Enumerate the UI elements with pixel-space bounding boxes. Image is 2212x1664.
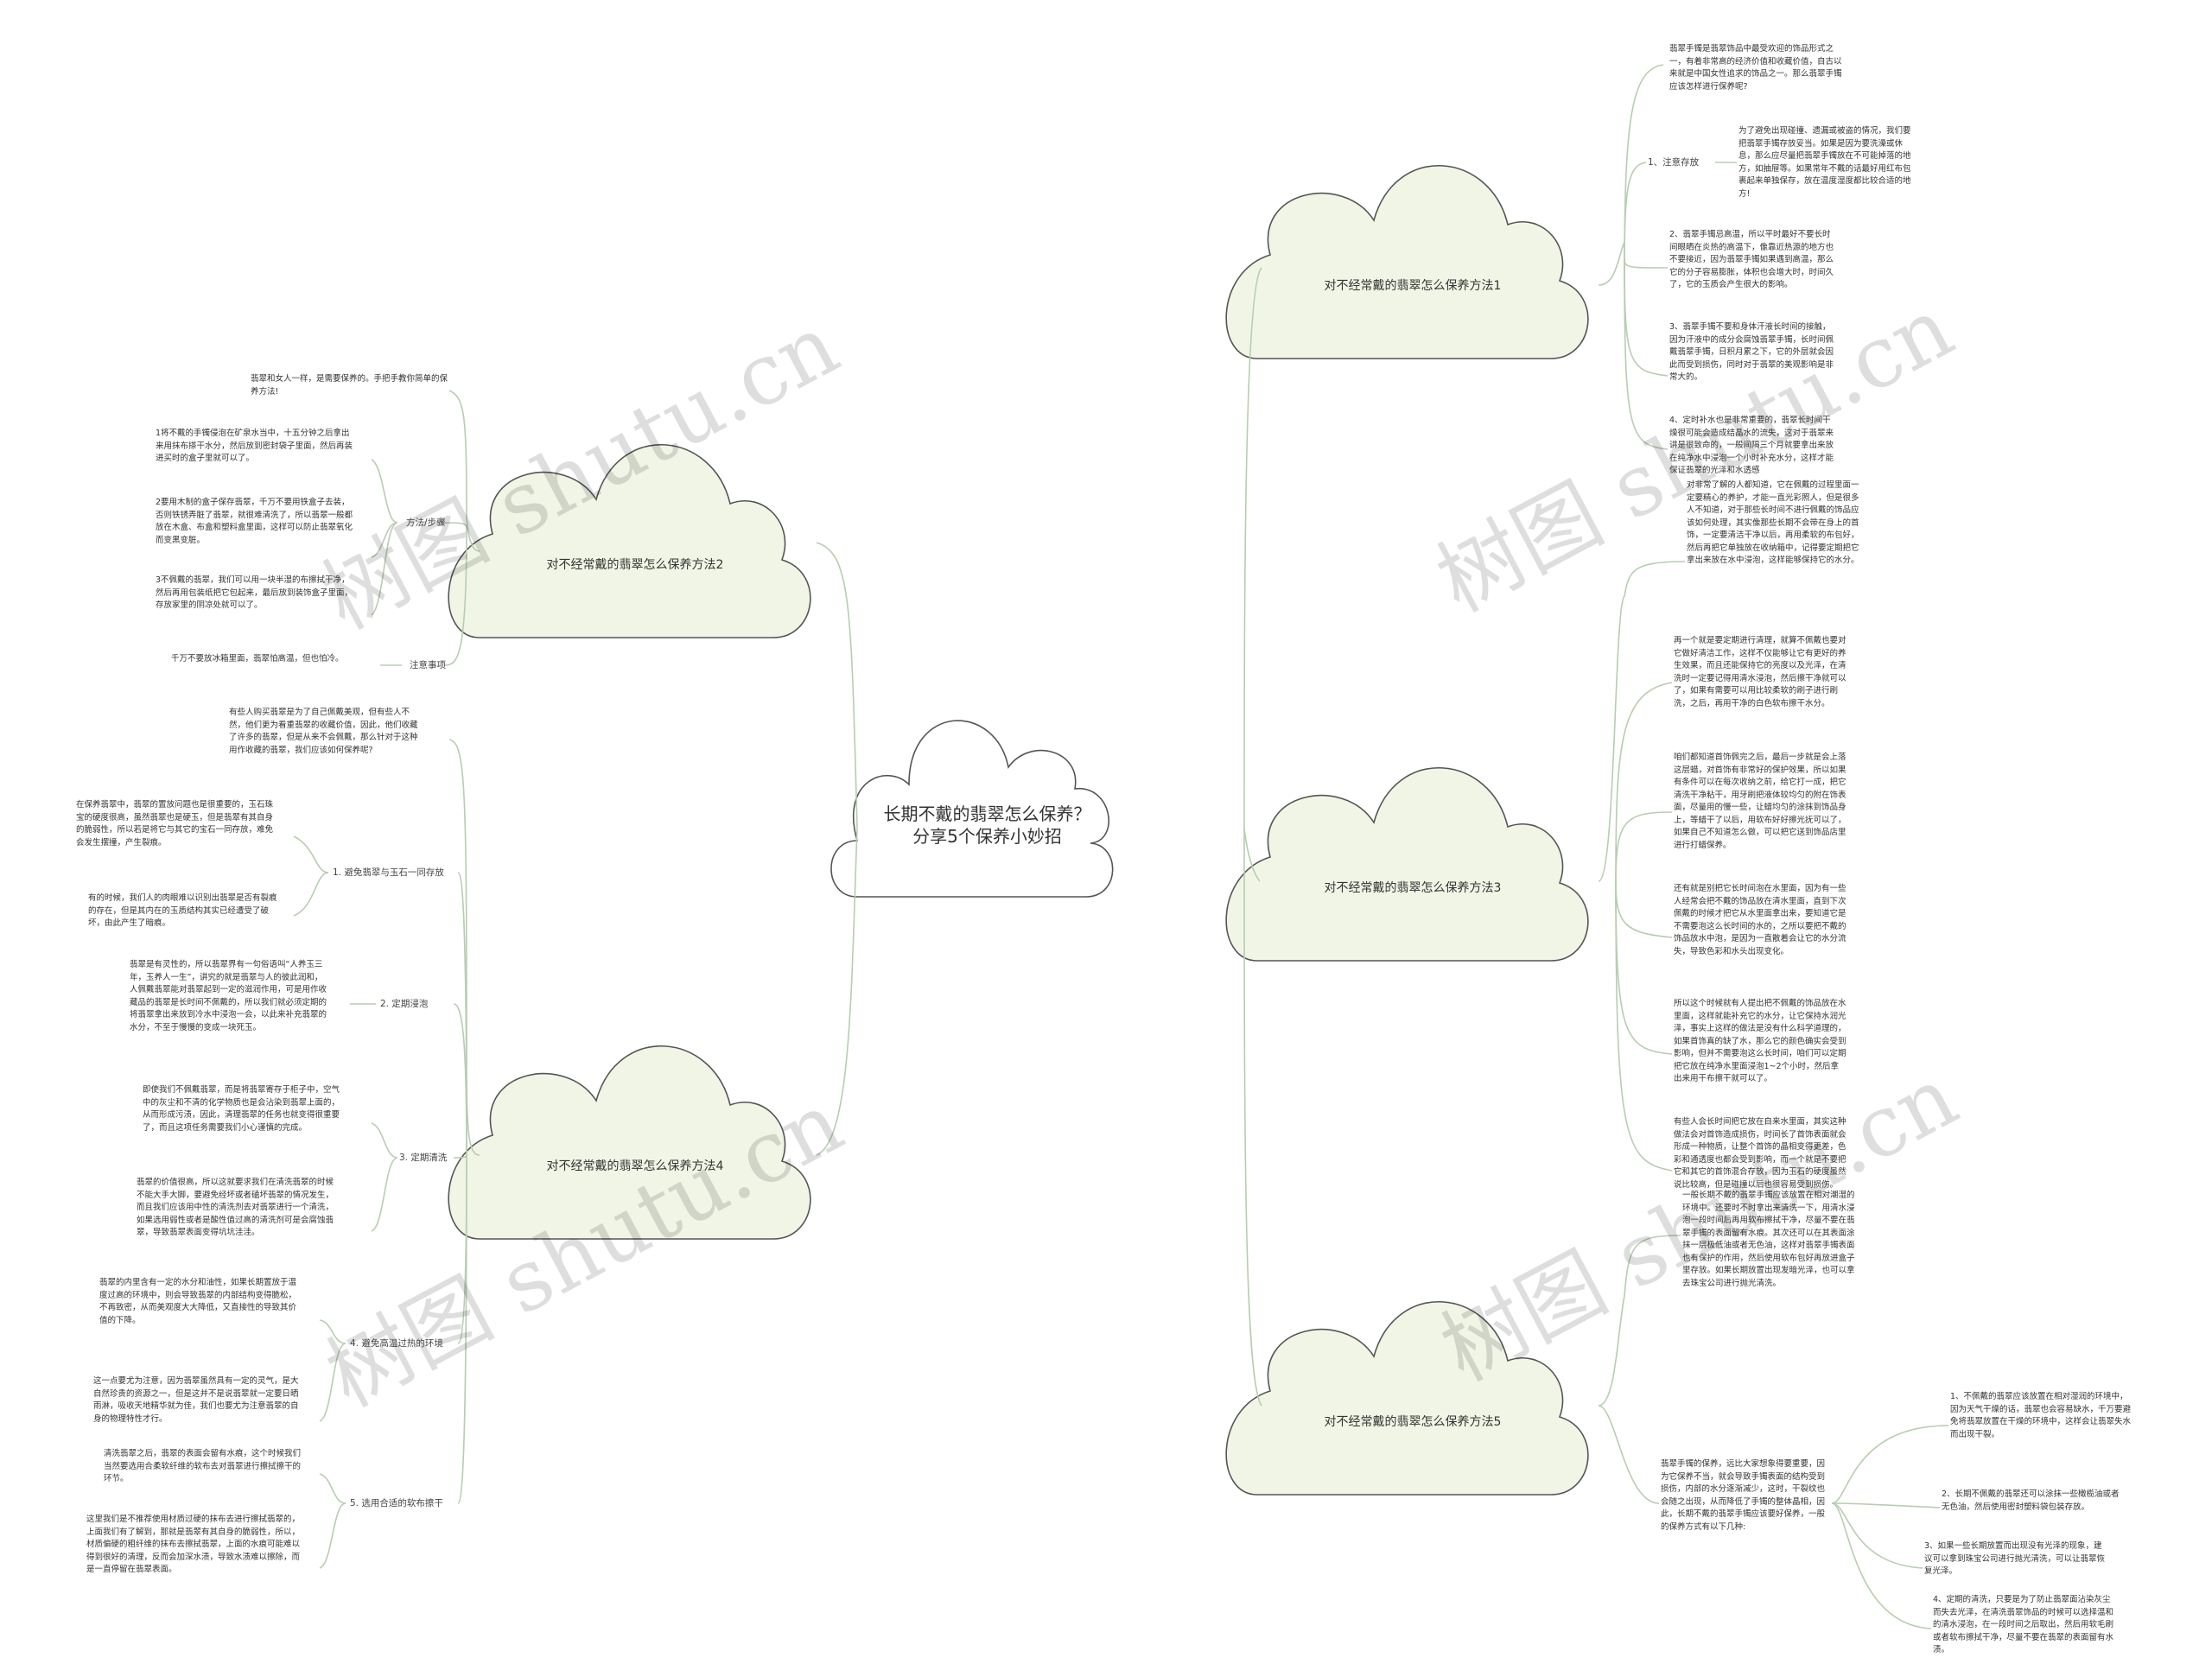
m2-sub1-note-3: 3不佩戴的翡翠，我们可以用一块半湿的布擦拭干净，然后再用包装纸把它包起来，最后放… xyxy=(156,575,353,610)
link-m1-note2 xyxy=(1624,258,1669,269)
m2-sub2-label: 注意事项 xyxy=(410,660,446,670)
link-m3-n3 xyxy=(1615,811,1673,882)
method3-node[interactable]: 对不经常戴的翡翠怎么保养方法3 xyxy=(1279,848,1547,926)
m4-sub3-note-2: 翡翠的价值很高，所以这就要求我们在清洗翡翠的时候不能大手大脚，要避免经坏或者磕坏… xyxy=(137,1178,334,1237)
link-m4-s5-n1 xyxy=(319,1473,346,1504)
link-m2-sub2 xyxy=(444,526,467,666)
link-m4-s5-n2 xyxy=(319,1502,346,1569)
link-m4-s1-n1 xyxy=(293,835,329,873)
link-m4-s1-n2 xyxy=(293,872,329,917)
m4-sub1-note-2: 有的时候，我们人的肉眼难以识别出翡翠是否有裂痕的存在，但是其内在的玉质结构其实已… xyxy=(88,893,277,928)
link-m2-intro xyxy=(448,390,480,552)
method3-cloud-shape xyxy=(1225,767,1589,962)
m1-sub-note: 为了避免出现碰撞、遗漏或被盗的情况，我们要把翡翠手镯存放妥当。如果是因为要洗澡或… xyxy=(1738,126,1911,199)
m4-sub2-label: 2. 定期浸泡 xyxy=(380,999,429,1009)
m4-sub5-note-1: 清洗翡翠之后，翡翠的表面会留有水痕，这个时候我们当然要选用合柔软纤维的软布去对翡… xyxy=(104,1449,302,1483)
link-m2-sub1-n2 xyxy=(371,522,398,558)
link-m4-s4-n1 xyxy=(319,1319,346,1344)
m4-sub1-label: 1. 避免翡翠与玉石一同存放 xyxy=(333,867,444,878)
method4-cloud-shape xyxy=(448,1045,811,1240)
m1-note-2: 2、翡翠手镯忌高温，所以平时最好不要长时间眼晒在炎热的高温下，像靠近热源的地方也… xyxy=(1669,230,1834,289)
m4-sub4-note-2: 这一点要尤为注意，因为翡翠虽然具有一定的灵气，是大自然珍贵的资源之一，但是这并不… xyxy=(93,1376,299,1424)
link-m2-sub1-n1 xyxy=(371,459,398,524)
m4-sub2-note-1: 翡翠是有灵性的，所以翡翠界有一句俗语叫“人养玉三年，玉养人一生”，讲究的就是翡翠… xyxy=(130,960,327,1032)
link-center-m3 xyxy=(1243,829,1261,882)
link-m2-sub1 xyxy=(440,522,467,528)
method5-cloud-shape xyxy=(1225,1301,1589,1496)
link-m2-sub1-n3 xyxy=(371,522,398,616)
m5-note-3: 3、如果一些长期放置而出现没有光泽的现象，建议可以拿到珠宝公司进行抛光清洗，可以… xyxy=(1924,1541,2106,1576)
m1-note-4: 4、定时补水也是非常重要的，翡翠长时间干燥很可能会造成结晶水的流失，这对于翡翠来… xyxy=(1669,416,1834,475)
link-m4-s3-n2 xyxy=(371,1157,398,1232)
m5-note-4: 4、定期的清洗，只要是为了防止翡翠面沾染灰尘而失去光泽，在清洗翡翠饰品的时候可以… xyxy=(1933,1595,2114,1654)
method5-node[interactable]: 对不经常戴的翡翠怎么保养方法5 xyxy=(1279,1382,1547,1460)
method1-cloud-shape xyxy=(1225,165,1589,359)
m4-sub5-label: 5. 选用合适的软布擦干 xyxy=(350,1498,443,1508)
link-center-m4 xyxy=(816,827,858,1156)
link-m4-s4-n2 xyxy=(319,1343,346,1422)
link-m5-n3 xyxy=(1831,1502,1923,1569)
link-m5-intro xyxy=(1598,1405,1660,1504)
m1-note-3: 3、翡翠手镯不要和身体汗液长时间的接触，因为汗液中的成分会腐蚀翡翠手镯，长时间佩… xyxy=(1669,322,1834,382)
link-m3-n2 xyxy=(1615,682,1673,882)
center-topic[interactable]: 长期不戴的翡翠怎么保养？分享5个保养小妙招 xyxy=(881,778,1093,873)
link-m3-n1 xyxy=(1598,561,1686,882)
m2-sub2-note: 千万不要放冰箱里面，翡翠怕高温，但也怕冷。 xyxy=(171,654,344,664)
link-m1-intro xyxy=(1624,64,1664,286)
m5-note-2: 2、长期不佩戴的翡翠还可以涂抹一些橄榄油或者无色油，然后使用密封塑料袋包装存放。 xyxy=(1942,1489,2120,1512)
m3-note-1: 对非常了解的人都知道，它在佩戴的过程里面一定要精心的养护，才能一直光彩照人，但是… xyxy=(1687,480,1859,565)
method1-title: 对不经常戴的翡翠怎么保养方法1 xyxy=(1324,279,1502,293)
method2-cloud-shape xyxy=(448,444,811,638)
m4-sub5-note-2: 这里我们是不推荐使用材质过硬的抹布去进行擦拭翡翠的，上面我们有了解到，那就是翡翠… xyxy=(86,1515,301,1574)
m2-sub1-note-1: 1将不戴的手镯侵泡在矿泉水当中，十五分钟之后拿出来用抹布搽干水分，然后放到密封袋… xyxy=(156,429,353,463)
m4-sub1-note-1: 在保养翡翠中，翡翠的置放问题也是很重要的，玉石珠宝的硬度很高，虽然翡翠也是硬玉，… xyxy=(76,800,274,848)
link-m1-branch xyxy=(1598,241,1625,286)
link-m4-sub2 xyxy=(453,1003,467,1156)
link-m4-s3-n1 xyxy=(371,1122,398,1159)
link-m3-n5 xyxy=(1615,880,1673,1055)
m3-note-5: 所以这个时候就有人提出把不佩戴的饰品放在水里面，这样就能补充它的水分，让它保持水… xyxy=(1674,999,1847,1083)
method4-node[interactable]: 对不经常戴的翡翠怎么保养方法4 xyxy=(501,1127,769,1204)
center-topic-text: 长期不戴的翡翠怎么保养？分享5个保养小妙招 xyxy=(883,803,1091,847)
method2-node[interactable]: 对不经常戴的翡翠怎么保养方法2 xyxy=(501,525,769,603)
m2-intro-note: 翡翠和女人一样，是需要保养的。手把手教你简单的保养方法! xyxy=(251,374,448,397)
method3-title: 对不经常戴的翡翠怎么保养方法3 xyxy=(1324,881,1502,895)
m5-top-note: 一般长期不戴的翡翠手镯应该放置在相对潮湿的环境中。还要时不时拿出来清洗一下，用清… xyxy=(1682,1191,1855,1288)
link-m4-sub5 xyxy=(457,1154,467,1504)
link-m1-note3 xyxy=(1624,258,1669,377)
link-m1-sub xyxy=(1624,162,1647,260)
m2-sub1-label: 方法/步骤 xyxy=(406,518,446,528)
link-m3-n4 xyxy=(1615,880,1673,938)
m3-note-6: 有些人会长时间把它放在自来水里面，其实这种做法会对首饰造成损伤，时间长了首饰表面… xyxy=(1674,1117,1847,1190)
m4-sub4-label: 4. 避免高温过热的环境 xyxy=(350,1338,443,1349)
link-m4-intro xyxy=(448,739,480,1156)
m4-sub3-note-1: 即使我们不佩戴翡翠，而是将翡翠寄存于柜子中，空气中的灰尘和不清的化学物质也是会沾… xyxy=(143,1085,340,1133)
link-center-m5 xyxy=(1243,829,1262,1407)
m5-intro-note: 翡翠手镯的保养，远比大家想象得要重要，因为它保养不当，就会导致手镯表面的结构受到… xyxy=(1661,1459,1826,1532)
method2-title: 对不经常戴的翡翠怎么保养方法2 xyxy=(546,558,724,572)
m2-sub1-note-2: 2要用木制的盒子保存翡翠，千万不要用铁盒子去装，否则铁锈弄脏了翡翠，就很难清洗了… xyxy=(156,498,353,545)
m4-sub4-note-1: 翡翠的内里含有一定的水分和油性，如果长期置放于温度过高的环境中，则会导致翡翠的内… xyxy=(99,1278,297,1325)
link-m1-note4 xyxy=(1624,258,1669,450)
link-m5-n2 xyxy=(1831,1502,1941,1508)
link-m3-n6 xyxy=(1615,880,1673,1172)
link-m5-n1 xyxy=(1831,1425,1949,1504)
m3-note-4: 还有就是别把它长时间泡在水里面，因为有一些人经常会把不戴的饰品放在清水里面，直到… xyxy=(1674,884,1847,956)
method1-node[interactable]: 对不经常戴的翡翠怎么保养方法1 xyxy=(1279,246,1547,324)
m4-sub3-label: 3. 定期清洗 xyxy=(399,1153,448,1163)
link-center-m1 xyxy=(1243,267,1262,830)
link-center-m2 xyxy=(816,542,858,829)
m1-sub-label: 1、注意存放 xyxy=(1648,157,1700,168)
m4-intro-note: 有些人购买翡翠是为了自己佩戴美观，但有些人不然，他们更为看重翡翠的收藏价值，因此… xyxy=(229,708,418,755)
m1-intro-note: 翡翠手镯是翡翠饰品中最受欢迎的饰品形式之一，有着非常高的经济价值和收藏价值，自古… xyxy=(1669,44,1842,92)
link-m4-sub1 xyxy=(457,872,467,1156)
m5-note-1: 1、不佩戴的翡翠应该放置在相对湿润的环境中，因为天气干燥的话，翡翠也会容易缺水，… xyxy=(1950,1392,2132,1439)
m3-note-3: 咱们都知道首饰佩完之后，最后一步就是会上落这层蜡，对首饰有非常好的保护效果，所以… xyxy=(1674,753,1847,850)
method4-title: 对不经常戴的翡翠怎么保养方法4 xyxy=(546,1159,724,1173)
link-m5-n4 xyxy=(1831,1502,1932,1629)
m3-note-2: 再一个就是要定期进行清理，就算不佩戴也要对它做好清洁工作，这样不仅能够让它有更好… xyxy=(1674,636,1847,708)
link-m5-top xyxy=(1598,1235,1681,1407)
method5-title: 对不经常戴的翡翠怎么保养方法5 xyxy=(1324,1415,1502,1429)
